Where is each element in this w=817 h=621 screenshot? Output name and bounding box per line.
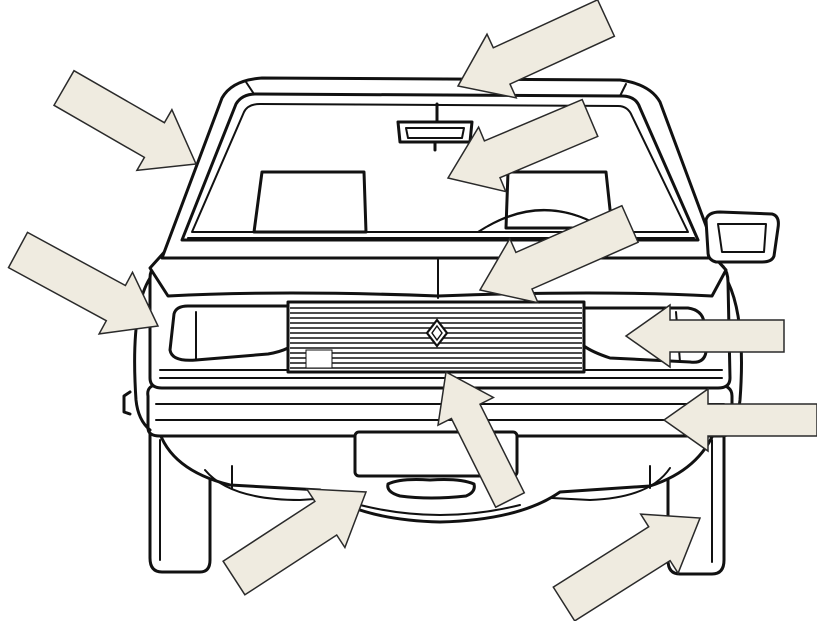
side-mirror	[706, 212, 778, 262]
callout-arrow-2	[54, 71, 196, 171]
left-side-marker	[124, 392, 130, 414]
left-seat	[254, 172, 366, 232]
callout-arrow-10	[553, 514, 700, 621]
callout-arrow-9	[223, 489, 366, 595]
callout-arrow-4	[9, 232, 159, 334]
left-headlight	[170, 306, 288, 360]
tow-hook	[388, 480, 475, 499]
